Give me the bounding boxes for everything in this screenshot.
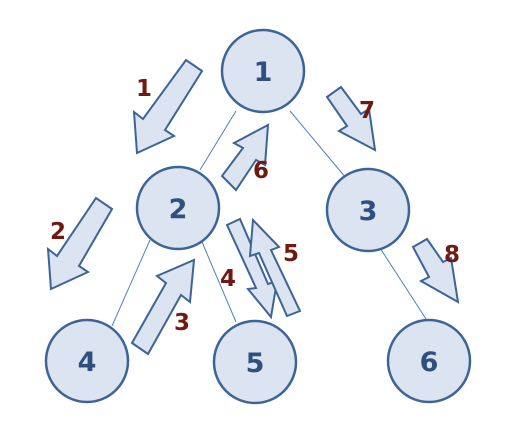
step-label-2: 2: [50, 219, 66, 245]
step-label-8: 8: [444, 242, 460, 268]
step-arrow-1: [132, 58, 204, 155]
node-1: 1: [220, 28, 306, 114]
step-arrow-5: [248, 217, 302, 318]
step-arrow-4: [225, 217, 279, 320]
edge-1-2: [199, 110, 237, 171]
node-4-circle: [44, 318, 130, 404]
node-5-circle: [212, 319, 298, 405]
step-label-6: 6: [253, 158, 269, 184]
node-4-label: 4: [78, 347, 97, 378]
edge-1-3: [289, 110, 347, 179]
step-label-5: 5: [283, 241, 299, 267]
edge-3-6: [379, 247, 429, 323]
step-labels: 1 2 3 4 5 6 7 8: [50, 76, 460, 336]
step-arrow-6: [220, 123, 270, 192]
node-2-label: 2: [169, 194, 188, 225]
node-6-label: 6: [420, 347, 439, 378]
node-6: 6: [386, 318, 472, 404]
step-label-3: 3: [174, 310, 190, 336]
node-2-circle: [135, 165, 221, 251]
nodes: 1 2 3 4 5 6: [44, 28, 472, 405]
node-6-circle: [386, 318, 472, 404]
node-5-label: 5: [246, 348, 265, 379]
step-arrow-2: [46, 196, 114, 291]
step-arrow-7: [325, 85, 377, 152]
node-3-circle: [325, 167, 411, 253]
node-5: 5: [212, 319, 298, 405]
node-2: 2: [135, 165, 221, 251]
node-3: 3: [325, 167, 411, 253]
step-label-4: 4: [220, 266, 236, 292]
step-arrow-8: [411, 237, 460, 304]
edge-2-5: [201, 241, 237, 323]
node-1-circle: [220, 28, 306, 114]
edges: [111, 110, 429, 327]
step-label-1: 1: [136, 76, 152, 102]
edge-2-4: [111, 239, 151, 327]
step-label-7: 7: [359, 98, 375, 124]
node-3-label: 3: [359, 196, 378, 227]
step-arrow-3: [130, 258, 196, 356]
node-4: 4: [44, 318, 130, 404]
node-1-label: 1: [254, 57, 273, 88]
traversal-arrows: [46, 58, 460, 356]
